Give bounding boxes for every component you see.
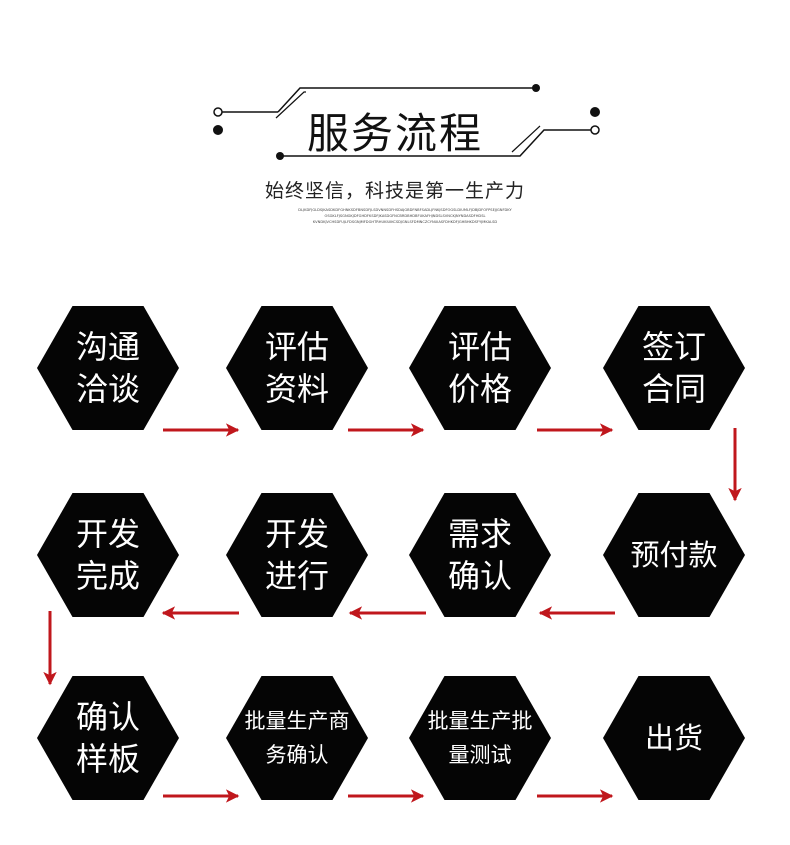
tiny-text-line-1: DLJKDFJGLDSJKASDKDFGHNKSDFBNSDFJLSDVNNSD… xyxy=(298,208,512,212)
step-label: 签订合同 xyxy=(641,328,706,408)
step-label: 需求确认 xyxy=(447,515,512,595)
step-hexagon-evaluate-price: 评估价格 xyxy=(409,306,551,430)
deco-dot-right-bottom xyxy=(590,125,600,135)
step-hexagon-development-in-progress: 开发进行 xyxy=(226,493,368,617)
step-hexagon-communicate: 沟通洽谈 xyxy=(37,306,179,430)
step-hexagon-prepayment: 预付款 xyxy=(603,493,745,617)
step-label: 评估价格 xyxy=(447,328,512,408)
step-hexagon-development-complete: 开发完成 xyxy=(37,493,179,617)
title-decoration xyxy=(213,84,600,160)
step-hexagon-confirm-sample: 确认样板 xyxy=(37,676,179,800)
deco-dot-left-top xyxy=(213,107,223,117)
step-label: 开发进行 xyxy=(264,515,329,595)
step-label: 沟通洽谈 xyxy=(75,328,140,408)
step-hexagon-sign-contract: 签订合同 xyxy=(603,306,745,430)
step-label: 开发完成 xyxy=(75,515,140,595)
tiny-text-line-3: KVNDKJVCHSDFUJLFDSGNJMFDGHTRHUKIUIKCSDJG… xyxy=(312,220,498,224)
step-label: 评估资料 xyxy=(264,328,329,408)
deco-dot-bottom-start xyxy=(276,152,284,160)
step-hexagon-mass-production-testing: 批量生产批量测试 xyxy=(409,676,551,800)
tiny-text-line-2: OSGKLFJSGNGKJDFGHDFKSDFJKASDGFNCBRDBHDBF… xyxy=(324,214,486,218)
step-hexagon-mass-production-business-confirm: 批量生产商务确认 xyxy=(226,676,368,800)
deco-dot-top-end xyxy=(532,84,540,92)
step-label: 批量生产商务确认 xyxy=(244,709,350,767)
page-title: 服务流程 xyxy=(306,109,483,158)
deco-dot-right-top xyxy=(590,107,600,117)
page-subtitle: 始终坚信，科技是第一生产力 xyxy=(264,180,525,202)
step-hexagon-confirm-requirements: 需求确认 xyxy=(409,493,551,617)
step-hexagon-evaluate-materials: 评估资料 xyxy=(226,306,368,430)
step-label: 出货 xyxy=(644,721,703,755)
step-label: 批量生产批量测试 xyxy=(427,709,533,767)
step-label: 确认样板 xyxy=(75,698,140,778)
step-hexagon-shipment: 出货 xyxy=(603,676,745,800)
deco-dot-left-bottom xyxy=(213,125,223,135)
step-label: 预付款 xyxy=(630,538,718,572)
